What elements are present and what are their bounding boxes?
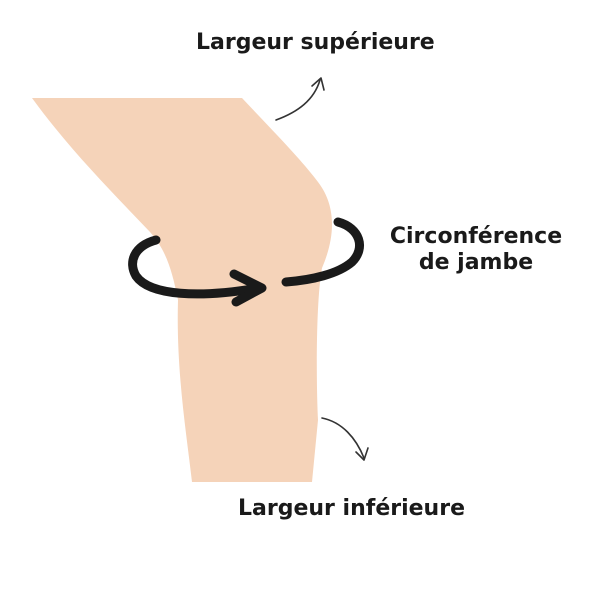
upper-pointer-arrow-icon <box>275 79 321 121</box>
upper-width-label: Largeur supérieure <box>196 30 435 55</box>
lower-pointer-arrowhead-icon <box>355 447 369 461</box>
circumference-label: Circonférence de jambe <box>376 224 576 277</box>
circumference-label-line2: de jambe <box>418 250 534 276</box>
circumference-arrowhead-icon <box>229 269 267 307</box>
circumference-arrow-right-icon <box>281 217 364 287</box>
lower-pointer-arrow-icon <box>321 417 365 459</box>
circumference-arrow-left-icon <box>128 235 263 299</box>
circumference-label-line1: Circonférence <box>389 224 563 249</box>
upper-pointer-arrowhead-icon <box>311 77 325 91</box>
lower-width-label: Largeur inférieure <box>238 496 465 521</box>
